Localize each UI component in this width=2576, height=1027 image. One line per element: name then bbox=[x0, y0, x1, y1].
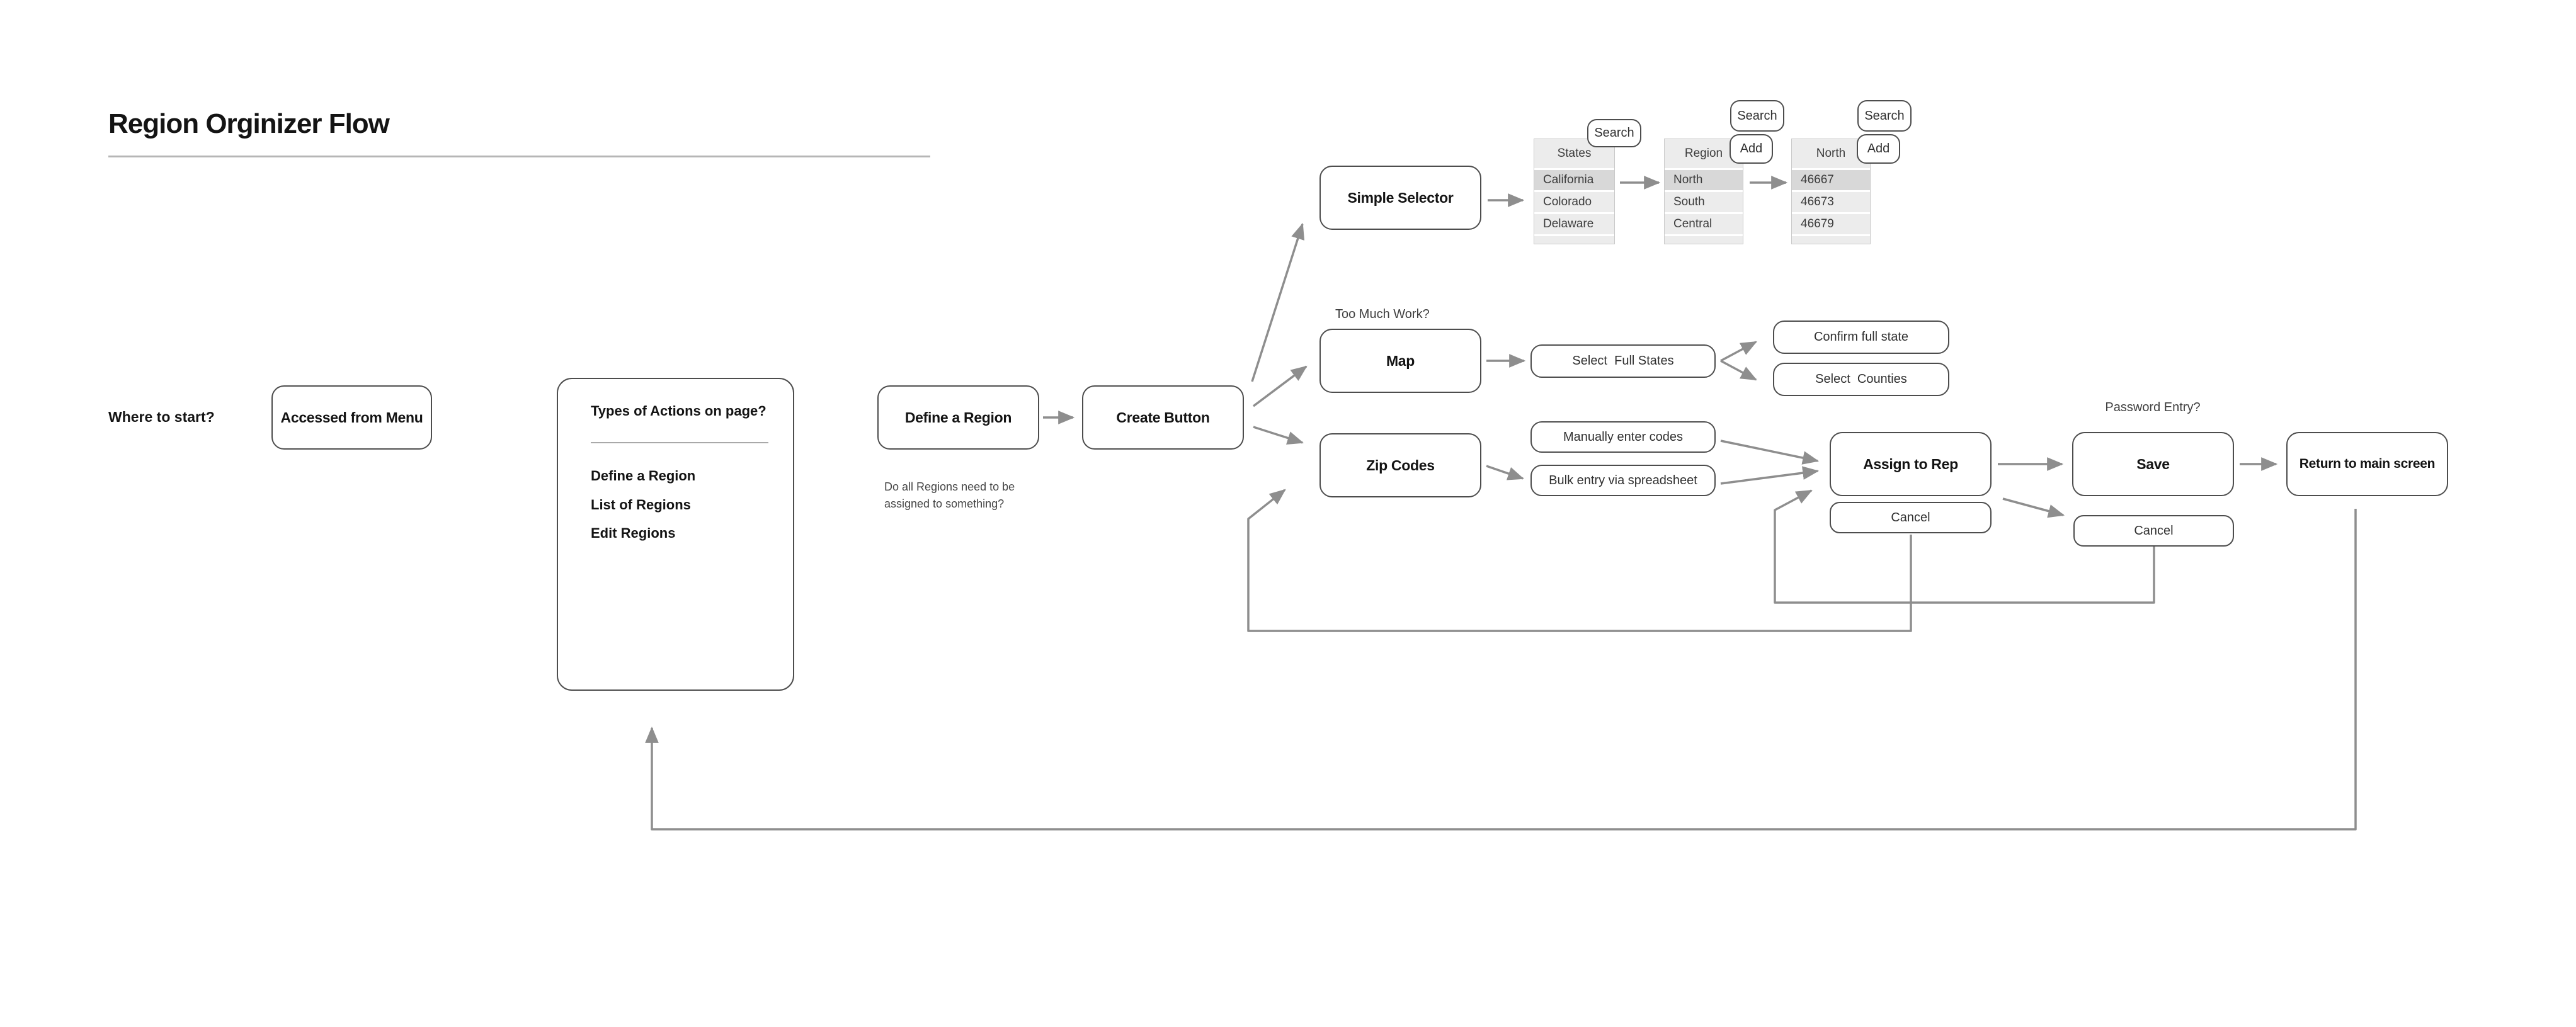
node-assign-to-rep[interactable]: Assign to Rep bbox=[1830, 432, 1992, 496]
option-select-full-states[interactable]: Select Full States bbox=[1530, 344, 1716, 378]
actions-panel-item: Define a Region bbox=[591, 468, 696, 484]
cancel-button-save[interactable]: Cancel bbox=[2073, 515, 2234, 547]
node-label: Zip Codes bbox=[1366, 457, 1435, 474]
option-bulk-entry[interactable]: Bulk entry via spreadsheet bbox=[1530, 465, 1716, 496]
search-button-label: Search bbox=[1594, 126, 1634, 140]
states-table-header: States bbox=[1534, 139, 1614, 168]
table-row-empty bbox=[1534, 236, 1614, 244]
search-button-label: Search bbox=[1737, 108, 1777, 123]
password-entry-label: Password Entry? bbox=[2105, 400, 2201, 414]
arrow-split-to-counties bbox=[1720, 360, 1757, 381]
too-much-work-label: Too Much Work? bbox=[1335, 307, 1430, 321]
option-select-counties[interactable]: Select Counties bbox=[1773, 363, 1949, 396]
table-row[interactable]: Delaware bbox=[1534, 214, 1614, 234]
search-button[interactable]: Search bbox=[1857, 100, 1912, 132]
arrow-split-to-confirm bbox=[1720, 341, 1757, 362]
option-label: Select Counties bbox=[1815, 372, 1907, 386]
actions-panel-item: Edit Regions bbox=[591, 525, 676, 541]
table-row[interactable]: Colorado bbox=[1534, 192, 1614, 212]
node-simple-selector[interactable]: Simple Selector bbox=[1319, 166, 1481, 230]
states-table: States California Colorado Delaware bbox=[1534, 139, 1615, 244]
node-return-to-main-screen[interactable]: Return to main screen bbox=[2286, 432, 2448, 496]
node-save[interactable]: Save bbox=[2072, 432, 2234, 496]
table-row-empty bbox=[1665, 236, 1743, 244]
option-label: Manually enter codes bbox=[1563, 429, 1684, 444]
node-create-button[interactable]: Create Button bbox=[1082, 385, 1244, 450]
actions-panel-title: Types of Actions on page? bbox=[591, 403, 767, 419]
arrow-create-to-map bbox=[1252, 365, 1308, 407]
arrow-bulk-to-assign bbox=[1720, 466, 1820, 485]
node-label: Assign to Rep bbox=[1863, 455, 1958, 472]
node-define-a-region[interactable]: Define a Region bbox=[877, 385, 1039, 450]
node-label: Return to main screen bbox=[2299, 457, 2436, 471]
actions-panel[interactable]: Types of Actions on page? Define a Regio… bbox=[557, 378, 794, 691]
node-label: Simple Selector bbox=[1347, 189, 1454, 206]
table-row[interactable]: North bbox=[1665, 170, 1743, 190]
table-row[interactable]: California bbox=[1534, 170, 1614, 190]
add-button[interactable]: Add bbox=[1857, 134, 1900, 164]
node-accessed-from-menu[interactable]: Accessed from Menu bbox=[271, 385, 432, 450]
search-button[interactable]: Search bbox=[1587, 119, 1641, 147]
option-label: Confirm full state bbox=[1813, 330, 1909, 344]
assignment-question-note: Do all Regions need to be assigned to so… bbox=[884, 479, 1015, 513]
where-to-start-label: Where to start? bbox=[108, 409, 215, 425]
node-map[interactable]: Map bbox=[1319, 329, 1481, 393]
page-title: Region Orginizer Flow bbox=[108, 108, 390, 139]
node-label: Accessed from Menu bbox=[280, 409, 423, 426]
arrow-create-to-zip-codes bbox=[1253, 426, 1304, 445]
note-line: assigned to something? bbox=[884, 497, 1005, 510]
loop-return-to-actions bbox=[645, 509, 2357, 831]
node-zip-codes[interactable]: Zip Codes bbox=[1319, 433, 1481, 497]
table-row[interactable]: 46667 bbox=[1792, 170, 1870, 190]
loop-cancel-to-assign bbox=[1774, 489, 2155, 604]
node-label: Define a Region bbox=[904, 409, 1012, 426]
add-button-label: Add bbox=[1740, 142, 1763, 156]
table-row[interactable]: South bbox=[1665, 192, 1743, 212]
node-label: Map bbox=[1386, 352, 1415, 369]
table-row[interactable]: Central bbox=[1665, 214, 1743, 234]
node-label: Save bbox=[2136, 455, 2170, 472]
cancel-button-label: Cancel bbox=[2134, 523, 2174, 538]
option-label: Bulk entry via spreadsheet bbox=[1549, 473, 1697, 487]
cancel-button-assign[interactable]: Cancel bbox=[1830, 502, 1992, 533]
table-row[interactable]: 46679 bbox=[1792, 214, 1870, 234]
loop-cancel-to-zip bbox=[1247, 489, 1912, 632]
arrow-create-to-simple-selector bbox=[1251, 222, 1305, 382]
actions-panel-item: List of Regions bbox=[591, 497, 691, 513]
arrow-assign-to-cancel bbox=[2002, 497, 2065, 518]
option-manually-enter-codes[interactable]: Manually enter codes bbox=[1530, 421, 1716, 453]
table-row[interactable]: 46673 bbox=[1792, 192, 1870, 212]
actions-panel-divider bbox=[591, 442, 768, 443]
add-button[interactable]: Add bbox=[1730, 134, 1773, 164]
cancel-button-label: Cancel bbox=[1891, 510, 1930, 525]
table-row-empty bbox=[1792, 236, 1870, 244]
search-button-label: Search bbox=[1864, 108, 1905, 123]
note-line: Do all Regions need to be bbox=[884, 480, 1015, 493]
option-confirm-full-state[interactable]: Confirm full state bbox=[1773, 321, 1949, 354]
arrow-manual-to-assign bbox=[1720, 440, 1820, 465]
add-button-label: Add bbox=[1867, 142, 1890, 156]
search-button[interactable]: Search bbox=[1730, 100, 1784, 132]
title-rule bbox=[108, 156, 930, 157]
node-label: Create Button bbox=[1116, 409, 1210, 426]
arrow-zip-to-bulk-entry bbox=[1486, 465, 1525, 480]
option-label: Select Full States bbox=[1572, 354, 1674, 368]
